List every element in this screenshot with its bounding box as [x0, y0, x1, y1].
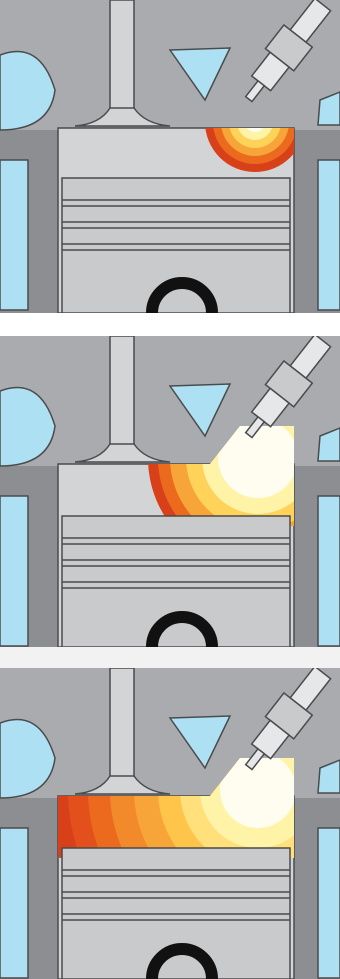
piston-icon — [62, 516, 290, 647]
combustion-stage-2-diagram — [0, 336, 340, 647]
piston-icon — [62, 848, 290, 979]
coolant-jacket-left — [0, 496, 28, 646]
combustion-stage-1-diagram — [0, 0, 340, 313]
coolant-jacket-right — [318, 828, 340, 978]
panel-gap — [0, 313, 340, 336]
piston-icon — [62, 178, 290, 313]
coolant-jacket-left — [0, 160, 28, 310]
combustion-stage-3-diagram — [0, 668, 340, 979]
combustion-stage-3-panel — [0, 668, 340, 979]
panel-gap — [0, 647, 340, 668]
coolant-jacket-right — [318, 160, 340, 310]
coolant-jacket-right — [318, 496, 340, 646]
combustion-stage-1-panel — [0, 0, 340, 313]
combustion-stage-2-panel — [0, 336, 340, 647]
coolant-jacket-left — [0, 828, 28, 978]
